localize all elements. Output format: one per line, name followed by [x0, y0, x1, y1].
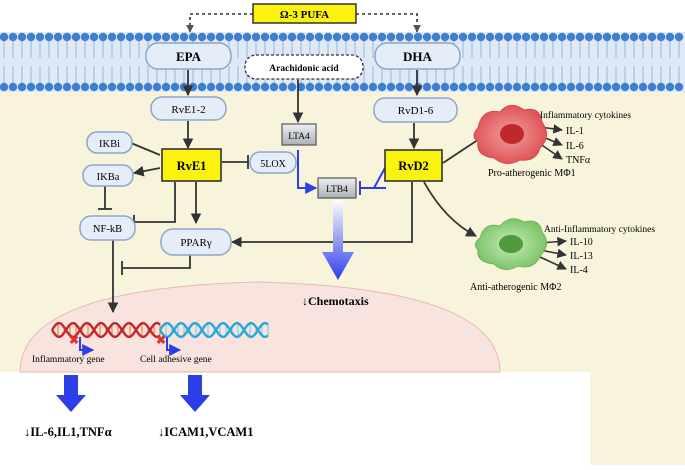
inflammatory-gene-mark: ✖ — [69, 333, 95, 356]
ppar-node: PPARγ — [160, 228, 232, 256]
ltb4-node: LTB4 — [317, 177, 357, 199]
rve1-label: RvE1 — [177, 159, 207, 173]
output-left: ↓IL-6,IL1,TNFα — [24, 425, 112, 439]
rvd2-label: RvD2 — [398, 159, 429, 173]
lox-label: 5LOX — [260, 159, 286, 170]
blue-pathway — [297, 150, 387, 195]
omega3-label-box: Ω-3 PUFA — [252, 3, 357, 24]
rve1-node: RvE1 — [161, 148, 222, 182]
pro-cytokine-3: TNFα — [566, 155, 591, 166]
anti-cytokine-3: IL-4 — [570, 265, 588, 276]
ppar-label: PPARγ — [180, 237, 212, 249]
rve1-2-label: RvE1-2 — [171, 104, 205, 116]
dna-helix — [51, 322, 269, 338]
rvd2-node: RvD2 — [384, 149, 443, 182]
omega3-label: Ω-3 PUFA — [280, 9, 329, 21]
inflammatory-gene-label: Inflammatory gene — [32, 354, 105, 365]
lta4-label: LTA4 — [288, 132, 310, 142]
rvd1-6-label: RvD1-6 — [398, 105, 434, 117]
nfkb-node: NF-kB — [79, 215, 136, 241]
dha-label: DHA — [403, 49, 433, 64]
pro-macrophage — [473, 105, 547, 164]
rvd1-6-node: RvD1-6 — [373, 97, 458, 123]
ltb4-label: LTB4 — [326, 185, 348, 195]
top-connectors — [186, 13, 421, 33]
svg-text:✖: ✖ — [69, 333, 79, 347]
pro-cytokines-title: Inflammatory cytokines — [540, 110, 631, 121]
ikbi-label: IKBi — [99, 139, 120, 150]
pro-cytokine-2: IL-6 — [566, 141, 584, 152]
lox-node: 5LOX — [249, 151, 297, 174]
epa-node: EPA — [145, 42, 232, 70]
pro-macrophage-label: Pro-atherogenic MΦ1 — [488, 168, 576, 179]
arachidonic-node: Arachidonic acid — [244, 54, 364, 80]
anti-macrophage-label: Anti-atherogenic MΦ2 — [470, 282, 561, 293]
lta4-node: LTA4 — [281, 123, 317, 146]
anti-cytokines-title: Anti-Inflammatory cytokines — [544, 224, 655, 235]
chemotaxis-label: ↓Chemotaxis — [302, 294, 369, 308]
ikbi-node: IKBi — [86, 131, 133, 154]
ikba-label: IKBa — [97, 172, 120, 183]
epa-label: EPA — [176, 49, 202, 64]
svg-text:✖: ✖ — [156, 333, 166, 347]
anti-cytokine-2: IL-13 — [570, 251, 593, 262]
output-right: ↓ICAM1,VCAM1 — [158, 425, 253, 439]
nfkb-label: NF-kB — [93, 224, 122, 235]
big-arrows — [56, 200, 354, 412]
pro-cytokine-1: IL-1 — [566, 126, 584, 137]
anti-cytokine-1: IL-10 — [570, 237, 593, 248]
ikba-node: IKBa — [82, 164, 134, 187]
arachidonic-label: Arachidonic acid — [269, 64, 339, 74]
rve1-2-node: RvE1-2 — [150, 96, 227, 121]
dha-node: DHA — [374, 42, 461, 70]
anti-macrophage — [474, 218, 547, 270]
bottom-white-band — [0, 372, 590, 465]
cell-gene-mark: ✖ — [156, 333, 182, 356]
cell-adhesive-gene-label: Cell adhesive gene — [140, 355, 212, 365]
